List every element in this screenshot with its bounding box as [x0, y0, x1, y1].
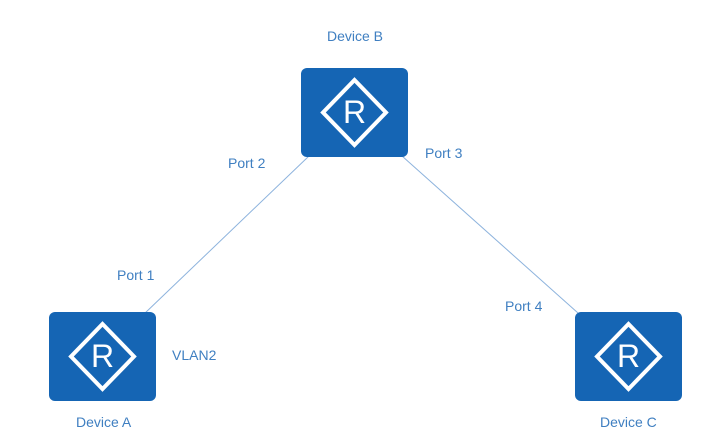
- port-3-label: Port 3: [425, 145, 463, 161]
- router-glyph: R: [343, 94, 366, 130]
- device-b-label: Device B: [327, 28, 384, 44]
- device-c-label: Device C: [600, 414, 657, 430]
- router-glyph: R: [91, 338, 114, 374]
- device-a-label: Device A: [76, 414, 132, 430]
- link-device-b-device-c: [401, 155, 579, 314]
- router-icon: R: [320, 77, 389, 148]
- device-b-router[interactable]: R: [301, 68, 408, 157]
- device-c-router[interactable]: R: [575, 312, 682, 401]
- port-4-label: Port 4: [505, 298, 543, 314]
- vlan-label: VLAN2: [172, 347, 217, 363]
- router-icon: R: [68, 321, 137, 392]
- port-1-label: Port 1: [117, 267, 155, 283]
- device-a-router[interactable]: R: [49, 312, 156, 401]
- link-device-a-device-b: [142, 155, 310, 316]
- router-glyph: R: [617, 338, 640, 374]
- port-2-label: Port 2: [228, 155, 266, 171]
- router-icon: R: [594, 321, 663, 392]
